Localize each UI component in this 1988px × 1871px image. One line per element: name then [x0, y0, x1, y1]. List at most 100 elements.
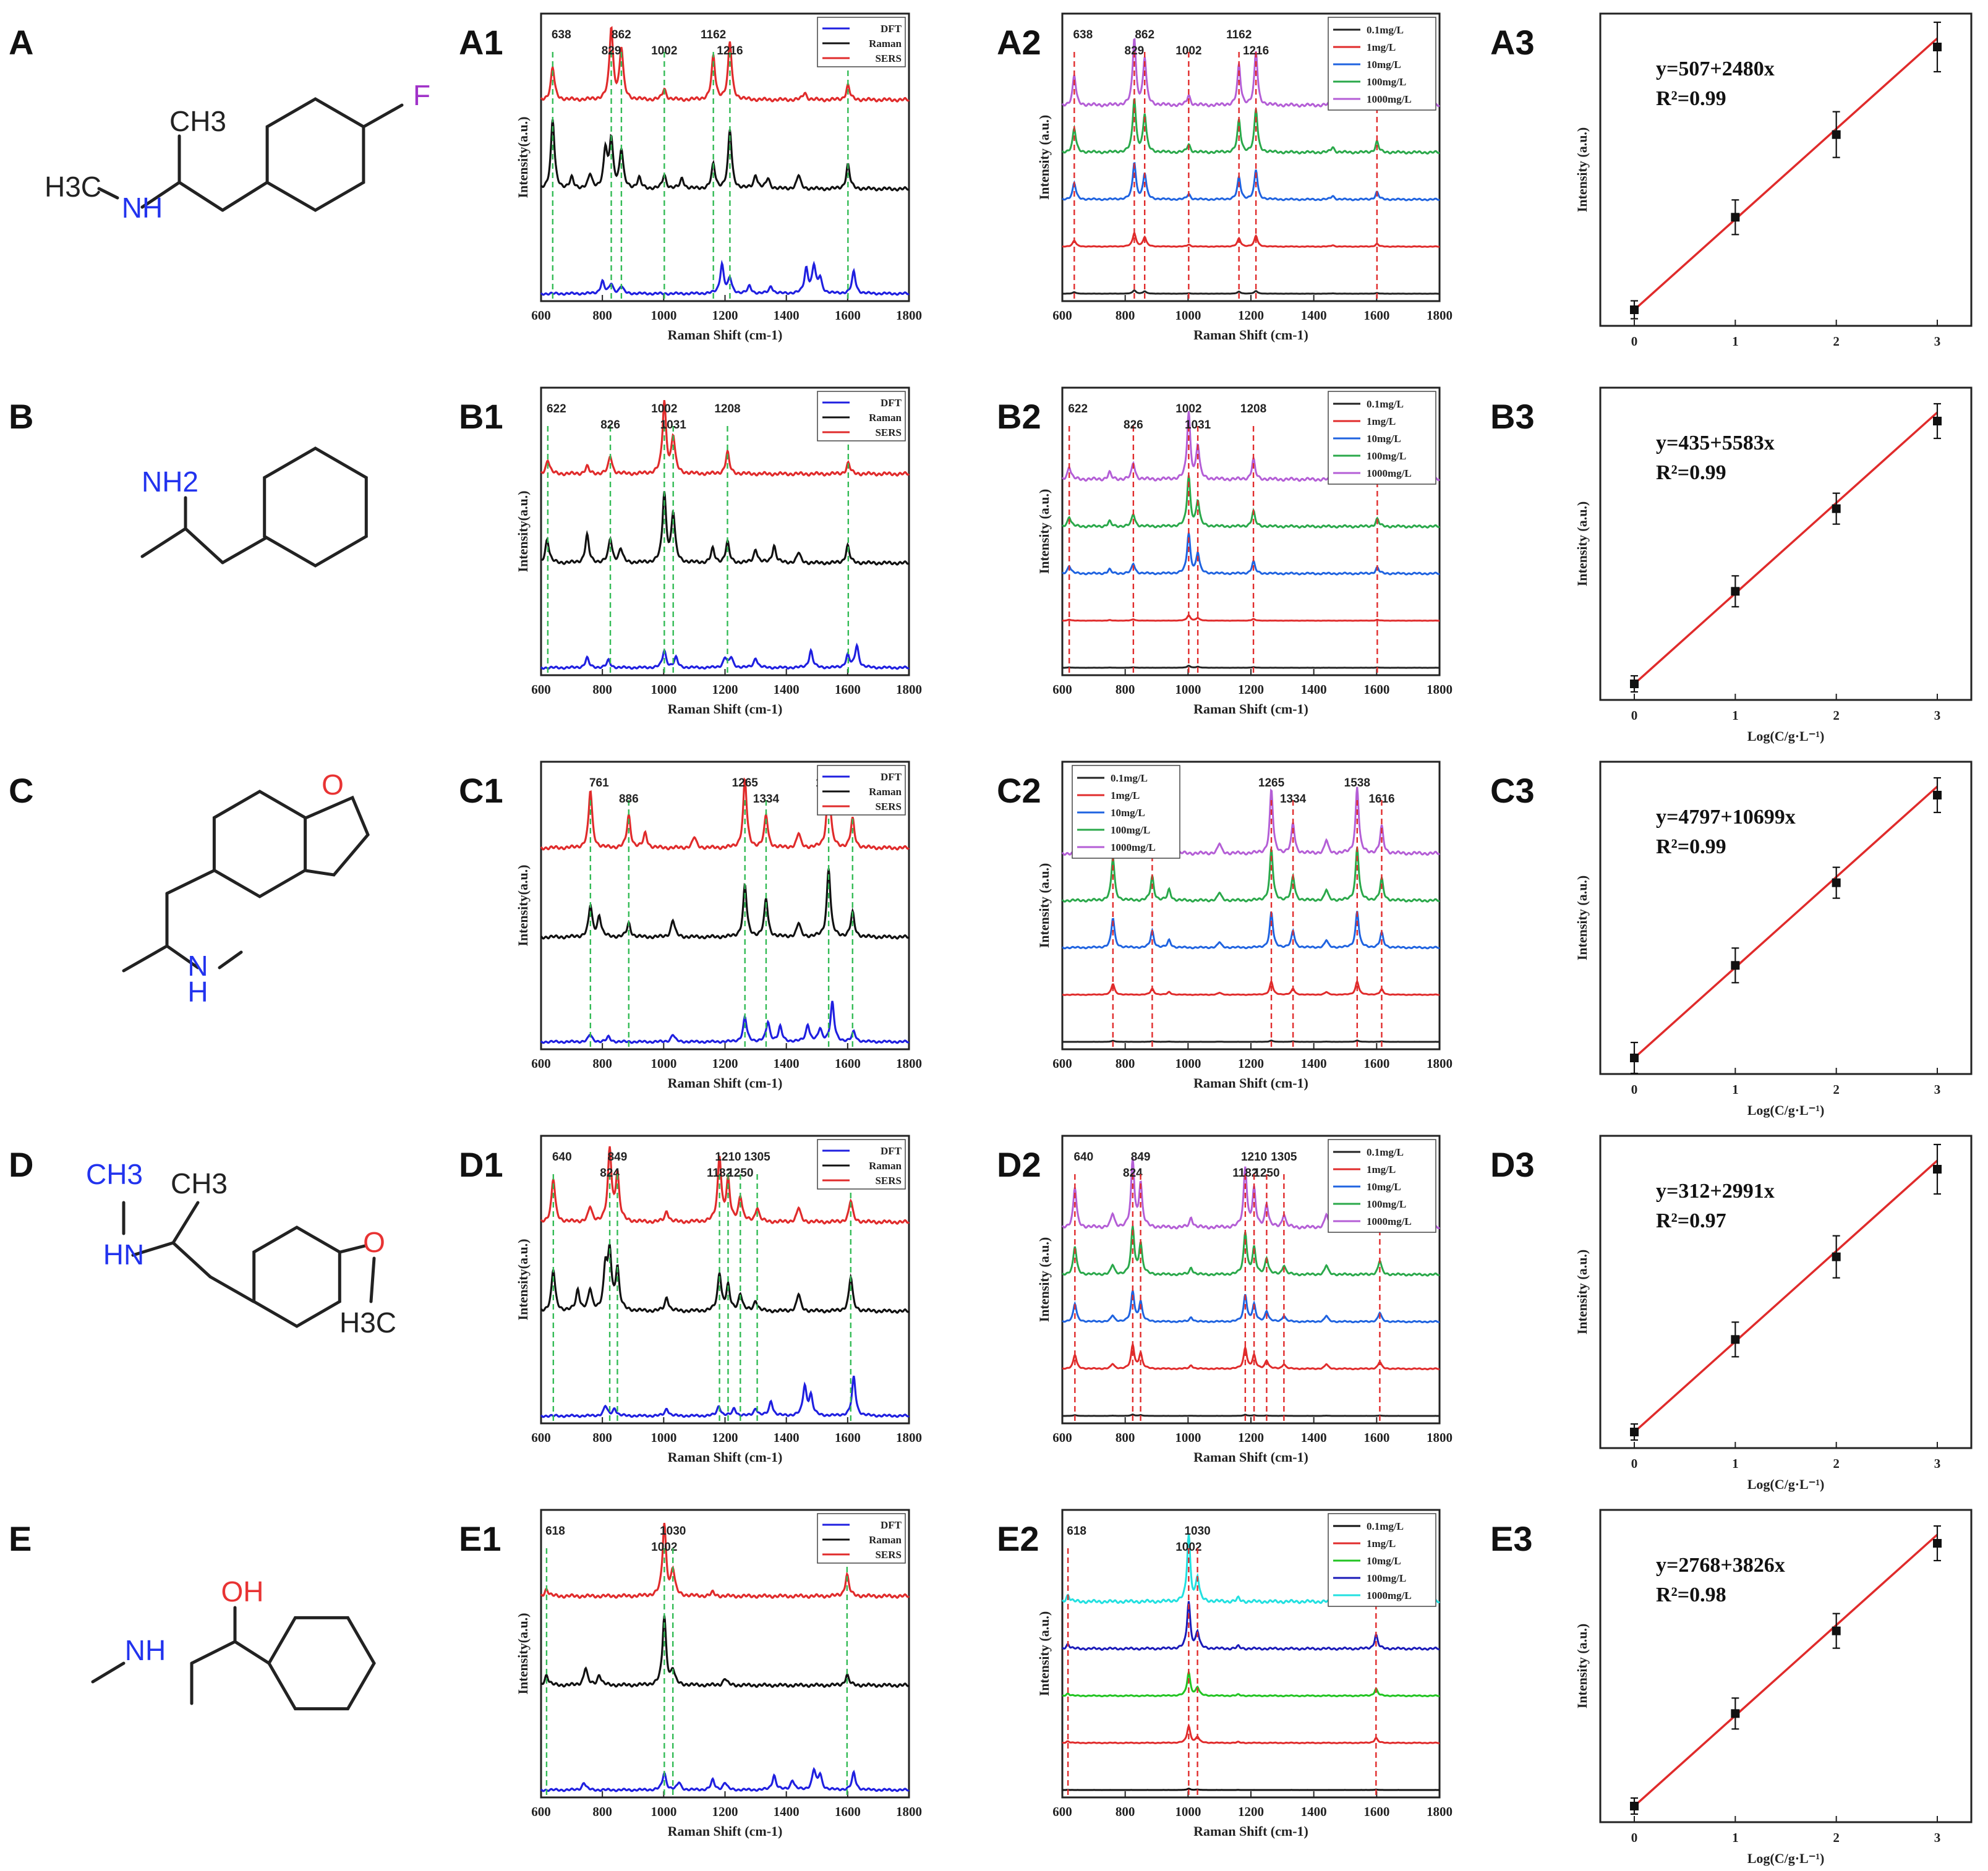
x-tick-label: 2: [1833, 334, 1840, 349]
peak-label: 638: [1073, 28, 1093, 41]
x-axis-title: Raman Shift (cm-1): [668, 1823, 783, 1839]
legend-label: 10mg/L: [1367, 433, 1401, 445]
x-tick-label: 1200: [1238, 1430, 1264, 1445]
x-tick-label: 1600: [1363, 308, 1389, 323]
peak-label: 1031: [1185, 419, 1211, 432]
x-tick-label: 1800: [1427, 1056, 1453, 1071]
legend-label: Raman: [869, 1160, 902, 1172]
data-point: [1630, 1428, 1639, 1436]
x-tick-label: 1000: [651, 682, 676, 697]
y-axis-title: Intensity (a.u.): [1574, 1624, 1590, 1709]
molecule-structure: NH2: [140, 446, 368, 568]
peak-label: 862: [1135, 28, 1154, 41]
atom-label: F: [413, 79, 430, 111]
legend-label: 0.1mg/L: [1367, 1146, 1404, 1158]
x-tick-label: 1800: [896, 1430, 922, 1445]
y-axis-title: Intensity (a.u.): [1036, 1611, 1052, 1697]
data-point: [1933, 791, 1942, 799]
legend-label: Raman: [869, 1534, 902, 1546]
peak-label: 622: [547, 403, 566, 416]
series-sers-line: [540, 776, 910, 851]
panel-letter: C3: [1490, 771, 1535, 810]
x-tick-label: 600: [531, 1056, 551, 1071]
bond: [165, 944, 200, 970]
x-tick-label: 1200: [712, 682, 738, 697]
atom-label: NH: [125, 1634, 166, 1666]
legend-label: SERS: [875, 1175, 902, 1187]
x-tick-label: 0: [1631, 334, 1638, 349]
fit-equation: y=435+5583x: [1656, 432, 1775, 454]
r-squared: R²=0.97: [1656, 1209, 1726, 1232]
x-tick-label: 1000: [1175, 308, 1201, 323]
peak-label: 886: [619, 793, 639, 806]
x-tick-label: 1600: [1363, 682, 1389, 697]
fit-line: [1633, 1159, 1939, 1433]
x-tick-label: 1600: [835, 1056, 861, 1071]
series-raman-line: [540, 119, 910, 192]
legend-label: 1000mg/L: [1367, 467, 1412, 479]
peak-label: 1305: [744, 1151, 770, 1164]
peak-label: 1002: [1175, 403, 1201, 416]
data-point: [1731, 213, 1740, 222]
x-tick-label: 3: [1934, 1082, 1941, 1097]
x-tick-label: 1: [1732, 1456, 1739, 1471]
series-conc-line: [1062, 532, 1440, 576]
peak-label: 1182: [707, 1167, 732, 1180]
atom-label: N: [187, 950, 208, 982]
panel-letter: D3: [1490, 1145, 1535, 1184]
bond: [122, 944, 169, 973]
series-raman-line: [540, 1615, 910, 1689]
x-tick-label: 3: [1934, 1830, 1941, 1845]
x-tick-label: 800: [1116, 682, 1135, 697]
peak-label: 824: [600, 1167, 620, 1180]
plot-frame: [1599, 761, 1973, 1075]
peak-label: 1216: [717, 45, 743, 58]
furan-ring: [305, 795, 370, 877]
x-tick-label: 0: [1631, 1082, 1638, 1097]
series-conc-line: [1062, 1340, 1440, 1371]
panel-letter: A: [9, 23, 34, 62]
legend-label: 100mg/L: [1367, 1198, 1406, 1210]
x-tick-label: 1000: [1175, 1056, 1201, 1071]
panel-letter: D1: [459, 1145, 503, 1184]
benzene-ring: [265, 97, 365, 212]
bond: [177, 181, 224, 212]
x-tick-label: 0: [1631, 708, 1638, 723]
r-squared: R²=0.99: [1656, 835, 1726, 858]
peak-label: 618: [545, 1525, 565, 1538]
y-axis-title: Intensity (a.u.): [1574, 876, 1590, 961]
legend-label: 0.1mg/L: [1111, 772, 1148, 784]
legend-label: 100mg/L: [1111, 824, 1150, 836]
atom-label: O: [363, 1226, 385, 1258]
x-tick-label: 1800: [1427, 682, 1453, 697]
legend-label: 100mg/L: [1367, 76, 1406, 88]
legend-label: 100mg/L: [1367, 1572, 1406, 1584]
x-tick-label: 1000: [1175, 1430, 1201, 1445]
bond: [233, 1640, 271, 1665]
series-conc-line: [1062, 665, 1440, 669]
x-tick-label: 600: [1052, 1056, 1072, 1071]
bond: [362, 103, 404, 129]
fit-equation: y=2768+3826x: [1656, 1554, 1785, 1577]
peak-label: 849: [608, 1151, 628, 1164]
x-axis-title: Log(C/g·L⁻¹): [1747, 728, 1825, 744]
x-tick-label: 1600: [835, 1804, 861, 1819]
